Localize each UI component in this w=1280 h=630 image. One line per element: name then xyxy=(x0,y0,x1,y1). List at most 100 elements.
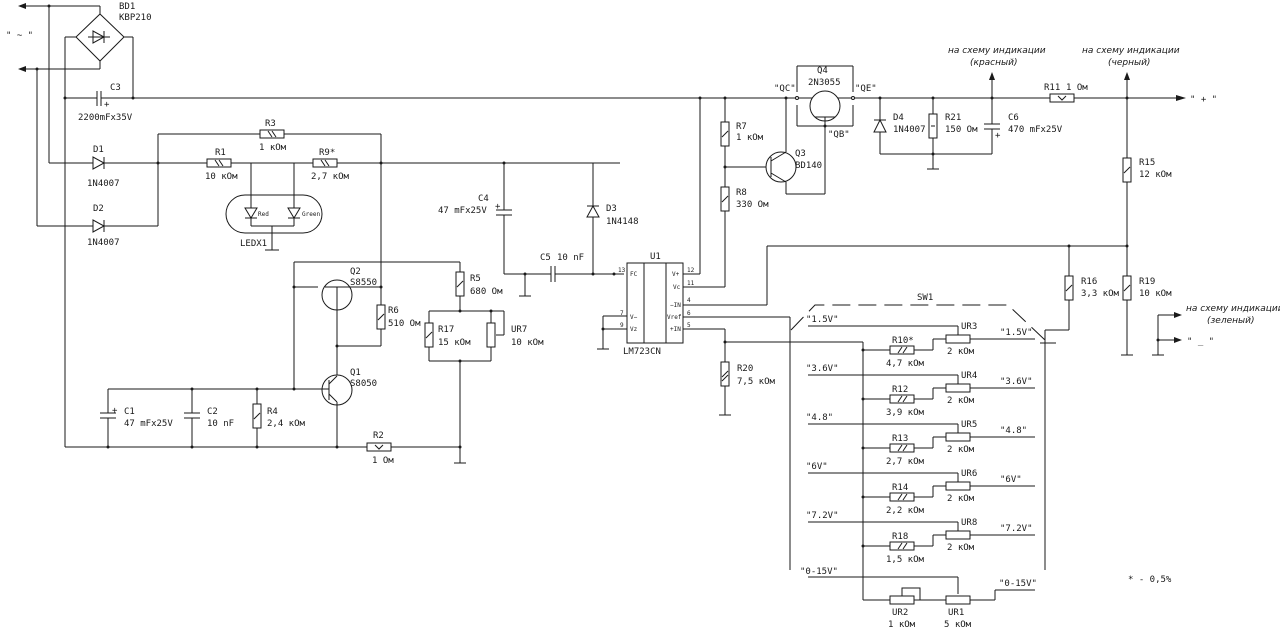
svg-text:3,3 кОм: 3,3 кОм xyxy=(1081,289,1120,299)
svg-text:2,4 кОм: 2,4 кОм xyxy=(267,419,306,429)
svg-text:1 кОм: 1 кОм xyxy=(259,143,287,153)
svg-text:R7: R7 xyxy=(736,122,747,132)
range-pot-ref: UR3 xyxy=(961,322,977,332)
svg-text:C1: C1 xyxy=(124,407,135,417)
svg-text:R2: R2 xyxy=(373,431,384,441)
led-green-icon xyxy=(287,207,301,219)
ac-input-label: " ~ " xyxy=(6,31,33,41)
range-resistor-ref: R14 xyxy=(892,483,908,493)
svg-text:U1: U1 xyxy=(650,252,661,262)
svg-text:+: + xyxy=(112,406,118,416)
svg-text:R19: R19 xyxy=(1139,277,1155,287)
svg-text:C5: C5 xyxy=(540,253,551,263)
range-resistor-ref: R18 xyxy=(892,532,908,542)
arrow-icon xyxy=(1174,312,1182,318)
svg-text:BD140: BD140 xyxy=(795,161,822,171)
range-pot-ref: UR4 xyxy=(961,371,977,381)
diode-d4: D4 1N4007 xyxy=(873,96,992,155)
resistor-r11: R11 1 Ом " + " на схему индикации (черны… xyxy=(1044,46,1217,105)
svg-text:UR1: UR1 xyxy=(948,608,964,618)
range-right-label: "6V" xyxy=(1000,475,1022,485)
svg-text:330 Ом: 330 Ом xyxy=(736,200,769,210)
svg-text:12: 12 xyxy=(687,267,695,274)
svg-text:C4: C4 xyxy=(478,194,489,204)
d2-value: 1N4007 xyxy=(87,238,120,248)
range-right-label: "1.5V" xyxy=(1000,328,1033,338)
svg-text:на схему индикации: на схему индикации xyxy=(948,46,1046,56)
svg-text:S8050: S8050 xyxy=(350,379,377,389)
range-left-label: "6V" xyxy=(806,462,828,472)
transistor-icon xyxy=(321,374,353,406)
svg-text:SW1: SW1 xyxy=(917,293,933,303)
resistor-r8: R8 330 Ом xyxy=(720,165,769,230)
range-right-label: "4.8" xyxy=(1000,426,1027,436)
svg-text:C6: C6 xyxy=(1008,113,1019,123)
potentiometer-ur1-icon xyxy=(945,595,971,605)
svg-text:1N4148: 1N4148 xyxy=(606,217,639,227)
transistor-q4: Q4 2N3055 "QC" "QE" "QB" xyxy=(774,65,877,140)
range-right-label: "3.6V" xyxy=(1000,377,1033,387)
diode-icon xyxy=(92,156,106,170)
svg-text:7: 7 xyxy=(620,310,624,317)
arrow-icon xyxy=(18,3,26,9)
diode-icon xyxy=(92,219,106,233)
d1-value: 1N4007 xyxy=(87,179,120,189)
c3-value: 2200mFx35V xyxy=(78,113,133,123)
svg-text:−IN: −IN xyxy=(670,302,681,309)
range-right-label: "7.2V" xyxy=(1000,524,1033,534)
svg-text:+IN: +IN xyxy=(670,326,681,333)
svg-text:1 кОм: 1 кОм xyxy=(736,133,764,143)
range-resistor-ref: R12 xyxy=(892,385,908,395)
svg-text:R17: R17 xyxy=(438,325,454,335)
transistor-q1: Q1 S8050 xyxy=(292,346,377,447)
svg-text:"0-15V": "0-15V" xyxy=(800,567,838,577)
svg-text:на схему индикации: на схему индикации xyxy=(1186,304,1280,314)
green-indicator-terminal: на схему индикации (зеленый) " _ " xyxy=(1152,304,1280,356)
resistor-r16: R16 3,3 кОм xyxy=(1045,244,1120,331)
potentiometer-icon xyxy=(945,481,971,491)
resistor-r5: R5 680 Ом xyxy=(455,262,503,311)
svg-text:R8: R8 xyxy=(736,188,747,198)
capacitor-c5: C5 10 nF xyxy=(504,253,624,297)
svg-text:C2: C2 xyxy=(207,407,218,417)
svg-text:R15: R15 xyxy=(1139,158,1155,168)
potentiometer-icon xyxy=(945,432,971,442)
led-red-icon xyxy=(244,207,258,219)
range-pot-ref: UR8 xyxy=(961,518,977,528)
svg-text:5 кОм: 5 кОм xyxy=(944,620,972,630)
range-resistor-value: 2,2 кОм xyxy=(886,506,925,516)
svg-text:2N3055: 2N3055 xyxy=(808,78,841,88)
switch-sw1: SW1 xyxy=(790,293,1056,600)
svg-text:+: + xyxy=(995,131,1001,141)
svg-text:1 кОм: 1 кОм xyxy=(888,620,916,630)
svg-text:"QE": "QE" xyxy=(855,84,877,94)
svg-text:13: 13 xyxy=(618,267,626,274)
svg-text:1 Ом: 1 Ом xyxy=(1066,83,1088,93)
svg-text:10 nF: 10 nF xyxy=(557,253,584,263)
svg-text:UR2: UR2 xyxy=(892,608,908,618)
arrow-icon xyxy=(1124,72,1130,80)
resistor-r6: R6 510 Ом xyxy=(335,304,421,348)
svg-text:D4: D4 xyxy=(893,113,904,123)
svg-text:11: 11 xyxy=(687,280,695,287)
resistor-r19: R19 10 кОм xyxy=(1121,275,1172,356)
svg-text:4: 4 xyxy=(687,297,691,304)
range-pot-value: 2 кОм xyxy=(947,347,975,357)
d1-ref: D1 xyxy=(93,145,104,155)
potentiometer-icon xyxy=(945,530,971,540)
arrow-icon xyxy=(1176,95,1186,101)
svg-text:10 nF: 10 nF xyxy=(207,419,234,429)
range-pot-ref: UR6 xyxy=(961,469,977,479)
svg-text:2,7 кОм: 2,7 кОм xyxy=(311,172,350,182)
svg-text:1N4007: 1N4007 xyxy=(893,125,926,135)
range-left-label: "7.2V" xyxy=(806,511,839,521)
svg-text:7,5 кОм: 7,5 кОм xyxy=(737,377,776,387)
range-resistor-ref: R13 xyxy=(892,434,908,444)
c3-ref: C3 xyxy=(110,83,121,93)
svg-text:Vref: Vref xyxy=(667,314,682,321)
svg-text:6: 6 xyxy=(687,310,691,317)
resistor-r21: R21 150 Ом xyxy=(927,96,978,170)
